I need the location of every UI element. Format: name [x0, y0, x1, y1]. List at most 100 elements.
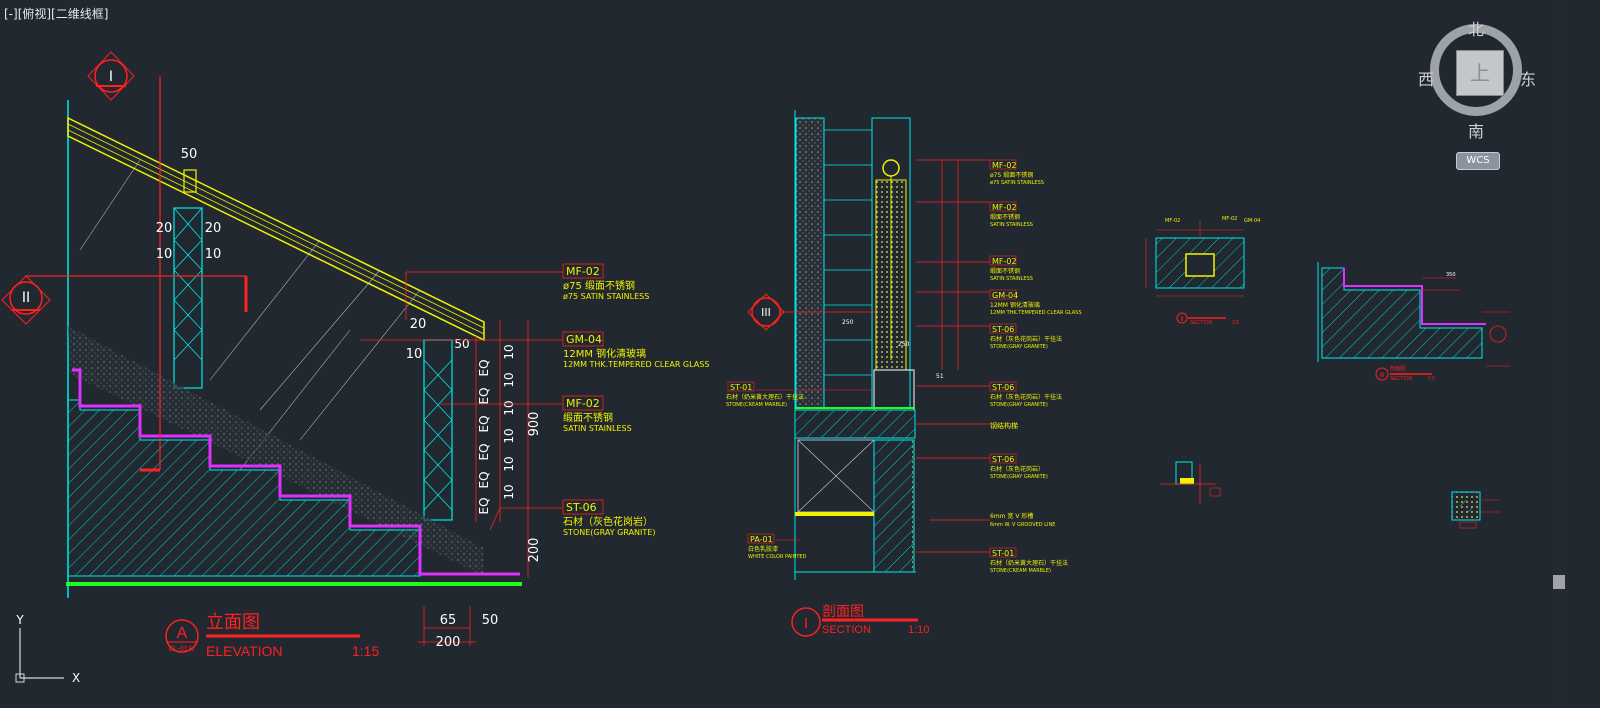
handrail-inner [67, 123, 485, 335]
svg-text:II: II [1180, 317, 1184, 323]
svg-text:石材（灰色花岗岩）: 石材（灰色花岗岩） [563, 515, 653, 528]
section-tags-left[interactable]: ST-01 石材（奶米黄大理石）干挂法 STONE(CREAM MARBLE) … [726, 381, 872, 560]
compass-south[interactable]: 南 [1468, 122, 1485, 141]
wcs-menu-button[interactable]: WCS [1456, 152, 1500, 170]
handrail-post-cap [183, 169, 197, 193]
compass-west[interactable]: 西 [1418, 70, 1435, 89]
svg-text:6mm 宽 V 形槽: 6mm 宽 V 形槽 [990, 512, 1033, 520]
vertical-scrollbar[interactable] [1553, 0, 1567, 708]
scrollbar-thumb[interactable] [1553, 575, 1565, 589]
svg-text:石材（奶米黄大理石）干挂法: 石材（奶米黄大理石）干挂法 [726, 393, 804, 401]
elevation-title-cn: 立面图 [206, 612, 260, 632]
title-section: I 剖面图 SECTION 1:10 [791, 603, 929, 637]
svg-text:ST-06: ST-06 [992, 455, 1014, 464]
svg-text:ø75 缎面不锈钢: ø75 缎面不锈钢 [990, 171, 1033, 179]
detail-small-2 [1451, 491, 1500, 529]
detail-iii: 350 III 剖面图 SECTION 1:5 [1317, 262, 1510, 382]
compass-north[interactable]: 北 [1468, 20, 1485, 39]
svg-text:GM-04: GM-04 [1244, 218, 1260, 224]
section-marker-ii[interactable]: II [1, 275, 51, 325]
svg-text:ST-06: ST-06 [992, 325, 1014, 334]
svg-text:1:5: 1:5 [1428, 376, 1435, 382]
svg-text:12MM THK.TEMPERED CLEAR GLASS: 12MM THK.TEMPERED CLEAR GLASS [563, 360, 709, 369]
dim-900: 900 [527, 412, 542, 437]
dim-200: 200 [527, 538, 542, 563]
section-scale: 1:10 [908, 624, 929, 636]
svg-text:MF-02: MF-02 [992, 161, 1017, 170]
dim-top: 50 [181, 147, 198, 162]
svg-text:10: 10 [502, 400, 516, 415]
compass-east[interactable]: 东 [1520, 70, 1537, 89]
viewcube-top-face[interactable]: 上 [1456, 50, 1504, 96]
svg-text:SECTION: SECTION [1390, 376, 1413, 382]
svg-text:ø75 缎面不锈钢: ø75 缎面不锈钢 [563, 279, 635, 292]
svg-text:PA-01: PA-01 [750, 535, 773, 544]
svg-text:ST-06: ST-06 [992, 383, 1014, 392]
svg-text:STONE(GRAY GRANITE): STONE(GRAY GRANITE) [990, 402, 1048, 408]
svg-text:ST-06: ST-06 [566, 501, 597, 514]
section-tags-right[interactable]: MF-02 ø75 缎面不锈钢 ø75 SATIN STAINLESS MF-0… [989, 159, 1082, 574]
viewcube[interactable]: 北 南 西 东 上 WCS [1418, 14, 1538, 174]
svg-text:10: 10 [502, 456, 516, 471]
svg-text:石材（奶米黄大理石）干挂法: 石材（奶米黄大理石）干挂法 [990, 559, 1068, 567]
handrail [67, 116, 485, 342]
section-marker-i[interactable]: I [87, 51, 135, 101]
dim-20a: 20 [156, 221, 173, 236]
svg-text:250: 250 [898, 341, 910, 348]
elevation-scale: 1:15 [352, 643, 379, 659]
compass-ring[interactable] [1430, 24, 1522, 116]
svg-text:65: 65 [440, 613, 457, 628]
svg-text:250: 250 [842, 319, 854, 326]
svg-text:缎面不锈钢: 缎面不锈钢 [563, 411, 613, 424]
svg-text:剖面图: 剖面图 [1390, 365, 1405, 372]
svg-text:GM-04: GM-04 [992, 291, 1018, 300]
svg-text:12MM THK.TEMPERED CLEAR GLASS: 12MM THK.TEMPERED CLEAR GLASS [990, 310, 1082, 316]
svg-text:A: A [177, 625, 188, 642]
svg-text:EL-013c: EL-013c [169, 646, 196, 653]
svg-text:ø75 SATIN STAINLESS: ø75 SATIN STAINLESS [990, 180, 1044, 186]
section-view: III 250 250 51 MF-02 ø75 缎面不锈钢 ø75 SATIN… [726, 110, 1082, 637]
svg-text:缎面不锈钢: 缎面不锈钢 [990, 267, 1020, 275]
baluster-left [173, 207, 203, 389]
svg-text:石材（灰色花岗岩）: 石材（灰色花岗岩） [990, 465, 1044, 473]
svg-text:白色乳胶漆: 白色乳胶漆 [748, 545, 778, 553]
section-marker-label: II [22, 290, 30, 306]
section-marker-iii[interactable]: III [747, 293, 876, 331]
title-elevation: A EL-013c 立面图 ELEVATION 1:15 [165, 612, 379, 659]
svg-text:EQ: EQ [477, 497, 491, 514]
svg-text:51: 51 [936, 373, 944, 380]
svg-text:10: 10 [502, 484, 516, 499]
elevation-title-en: ELEVATION [206, 643, 283, 659]
svg-text:Y: Y [15, 613, 24, 627]
svg-text:MF-02: MF-02 [566, 265, 600, 278]
svg-text:钢结构梯: 钢结构梯 [990, 421, 1018, 430]
svg-text:SATIN STAINLESS: SATIN STAINLESS [990, 222, 1033, 228]
material-tag[interactable]: MF-02 ø75 缎面不锈钢 ø75 SATIN STAINLESS [405, 263, 649, 320]
elevation-view: I II 50 20 20 10 10 20 10 50 EQ EQ EQ EQ… [1, 51, 709, 659]
viewport-controls[interactable]: [-][俯视][二维线框] [4, 7, 109, 21]
svg-text:6mm W. V GROOVED LINE: 6mm W. V GROOVED LINE [990, 522, 1055, 528]
svg-text:EQ: EQ [477, 387, 491, 404]
svg-text:SATIN STAINLESS: SATIN STAINLESS [990, 276, 1033, 282]
svg-text:SECTION: SECTION [1190, 320, 1213, 326]
svg-text:EQ: EQ [477, 471, 491, 488]
section-title-en: SECTION [822, 624, 871, 636]
svg-text:MF-02: MF-02 [992, 203, 1017, 212]
material-tag[interactable]: GM-04 12MM 钢化清玻璃 12MM THK.TEMPERED CLEAR… [360, 331, 709, 369]
svg-text:STONE(GRAY GRANITE): STONE(GRAY GRANITE) [563, 528, 655, 537]
dim-20b: 20 [205, 221, 222, 236]
stair-nosing [72, 368, 520, 576]
svg-text:III: III [761, 306, 771, 319]
stair-stringer [68, 326, 484, 576]
material-tag[interactable]: ST-06 石材（灰色花岗岩） STONE(GRAY GRANITE) [489, 499, 655, 537]
svg-text:ST-01: ST-01 [992, 549, 1014, 558]
svg-text:ST-01: ST-01 [730, 383, 752, 392]
svg-text:STONE(GRAY GRANITE): STONE(GRAY GRANITE) [990, 474, 1048, 480]
svg-text:200: 200 [436, 635, 461, 650]
svg-text:STONE(CREAM MARBLE): STONE(CREAM MARBLE) [726, 402, 787, 408]
svg-text:STONE(CREAM MARBLE): STONE(CREAM MARBLE) [990, 568, 1051, 574]
dim-10c: 10 [406, 347, 423, 362]
material-tag[interactable]: MF-02 缎面不锈钢 SATIN STAINLESS [440, 395, 632, 433]
section-title-cn: 剖面图 [822, 603, 864, 619]
